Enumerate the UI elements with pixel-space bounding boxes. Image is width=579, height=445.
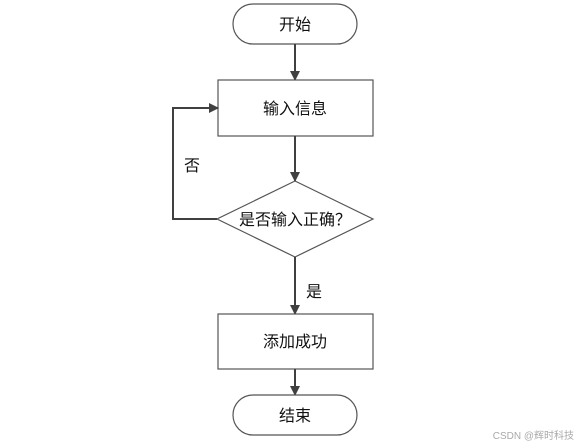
input-node: 输入信息 [217,79,374,137]
input-node-label: 输入信息 [263,99,327,118]
start-node: 开始 [232,3,358,45]
check-node: 是否输入正确？ [215,180,375,258]
end-node-label: 结束 [279,406,311,425]
success-node: 添加成功 [217,313,374,370]
edge-yes-label: 是 [306,282,322,301]
start-node-label: 开始 [279,15,311,34]
success-node-shape [217,313,374,370]
input-node-shape [217,79,374,137]
edge-no-label: 否 [184,156,200,175]
edge-check-no-to-input [172,103,219,220]
watermark-text: CSDN @辉时科技 [493,429,574,442]
check-node-label: 是否输入正确？ [239,210,351,229]
success-node-label: 添加成功 [263,332,327,351]
end-node: 结束 [232,394,358,436]
end-node-shape [232,394,358,436]
